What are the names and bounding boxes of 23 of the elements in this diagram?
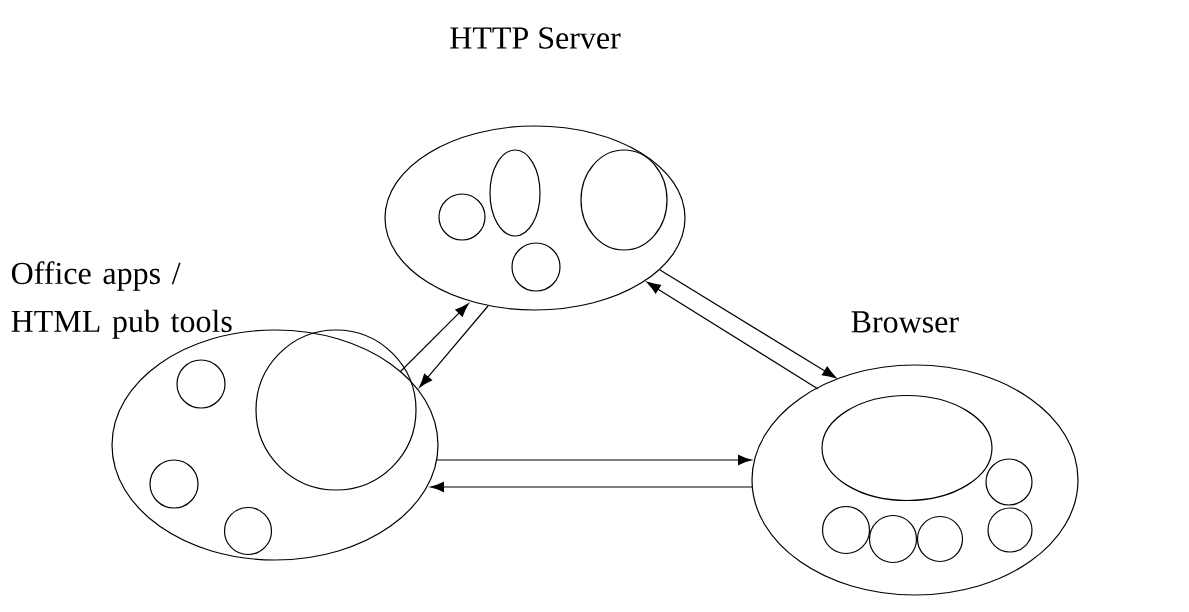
circle-shape [223,506,273,556]
circle-shape [176,359,226,409]
circle-shape [985,458,1033,506]
circle-shape [511,242,561,292]
circle-shape [255,329,417,491]
arrow [436,454,752,466]
arrow [659,269,837,379]
ellipse-shape [580,149,668,251]
heading: Office apps / HTML pub tools [11,261,232,339]
arrow [430,481,753,493]
circle-shape [987,507,1033,553]
ellipse-shape [489,149,541,237]
ellipse-shape [821,394,993,502]
heading: HTTP Server [450,27,621,49]
circle-shape [821,505,871,555]
arrow [399,303,469,373]
heading: Browser [851,311,959,333]
circle-shape [916,515,964,563]
circle-shape [438,193,486,241]
circle-shape [868,514,918,564]
arrow [646,281,819,390]
arrow [419,305,489,388]
circle-shape [149,459,199,509]
